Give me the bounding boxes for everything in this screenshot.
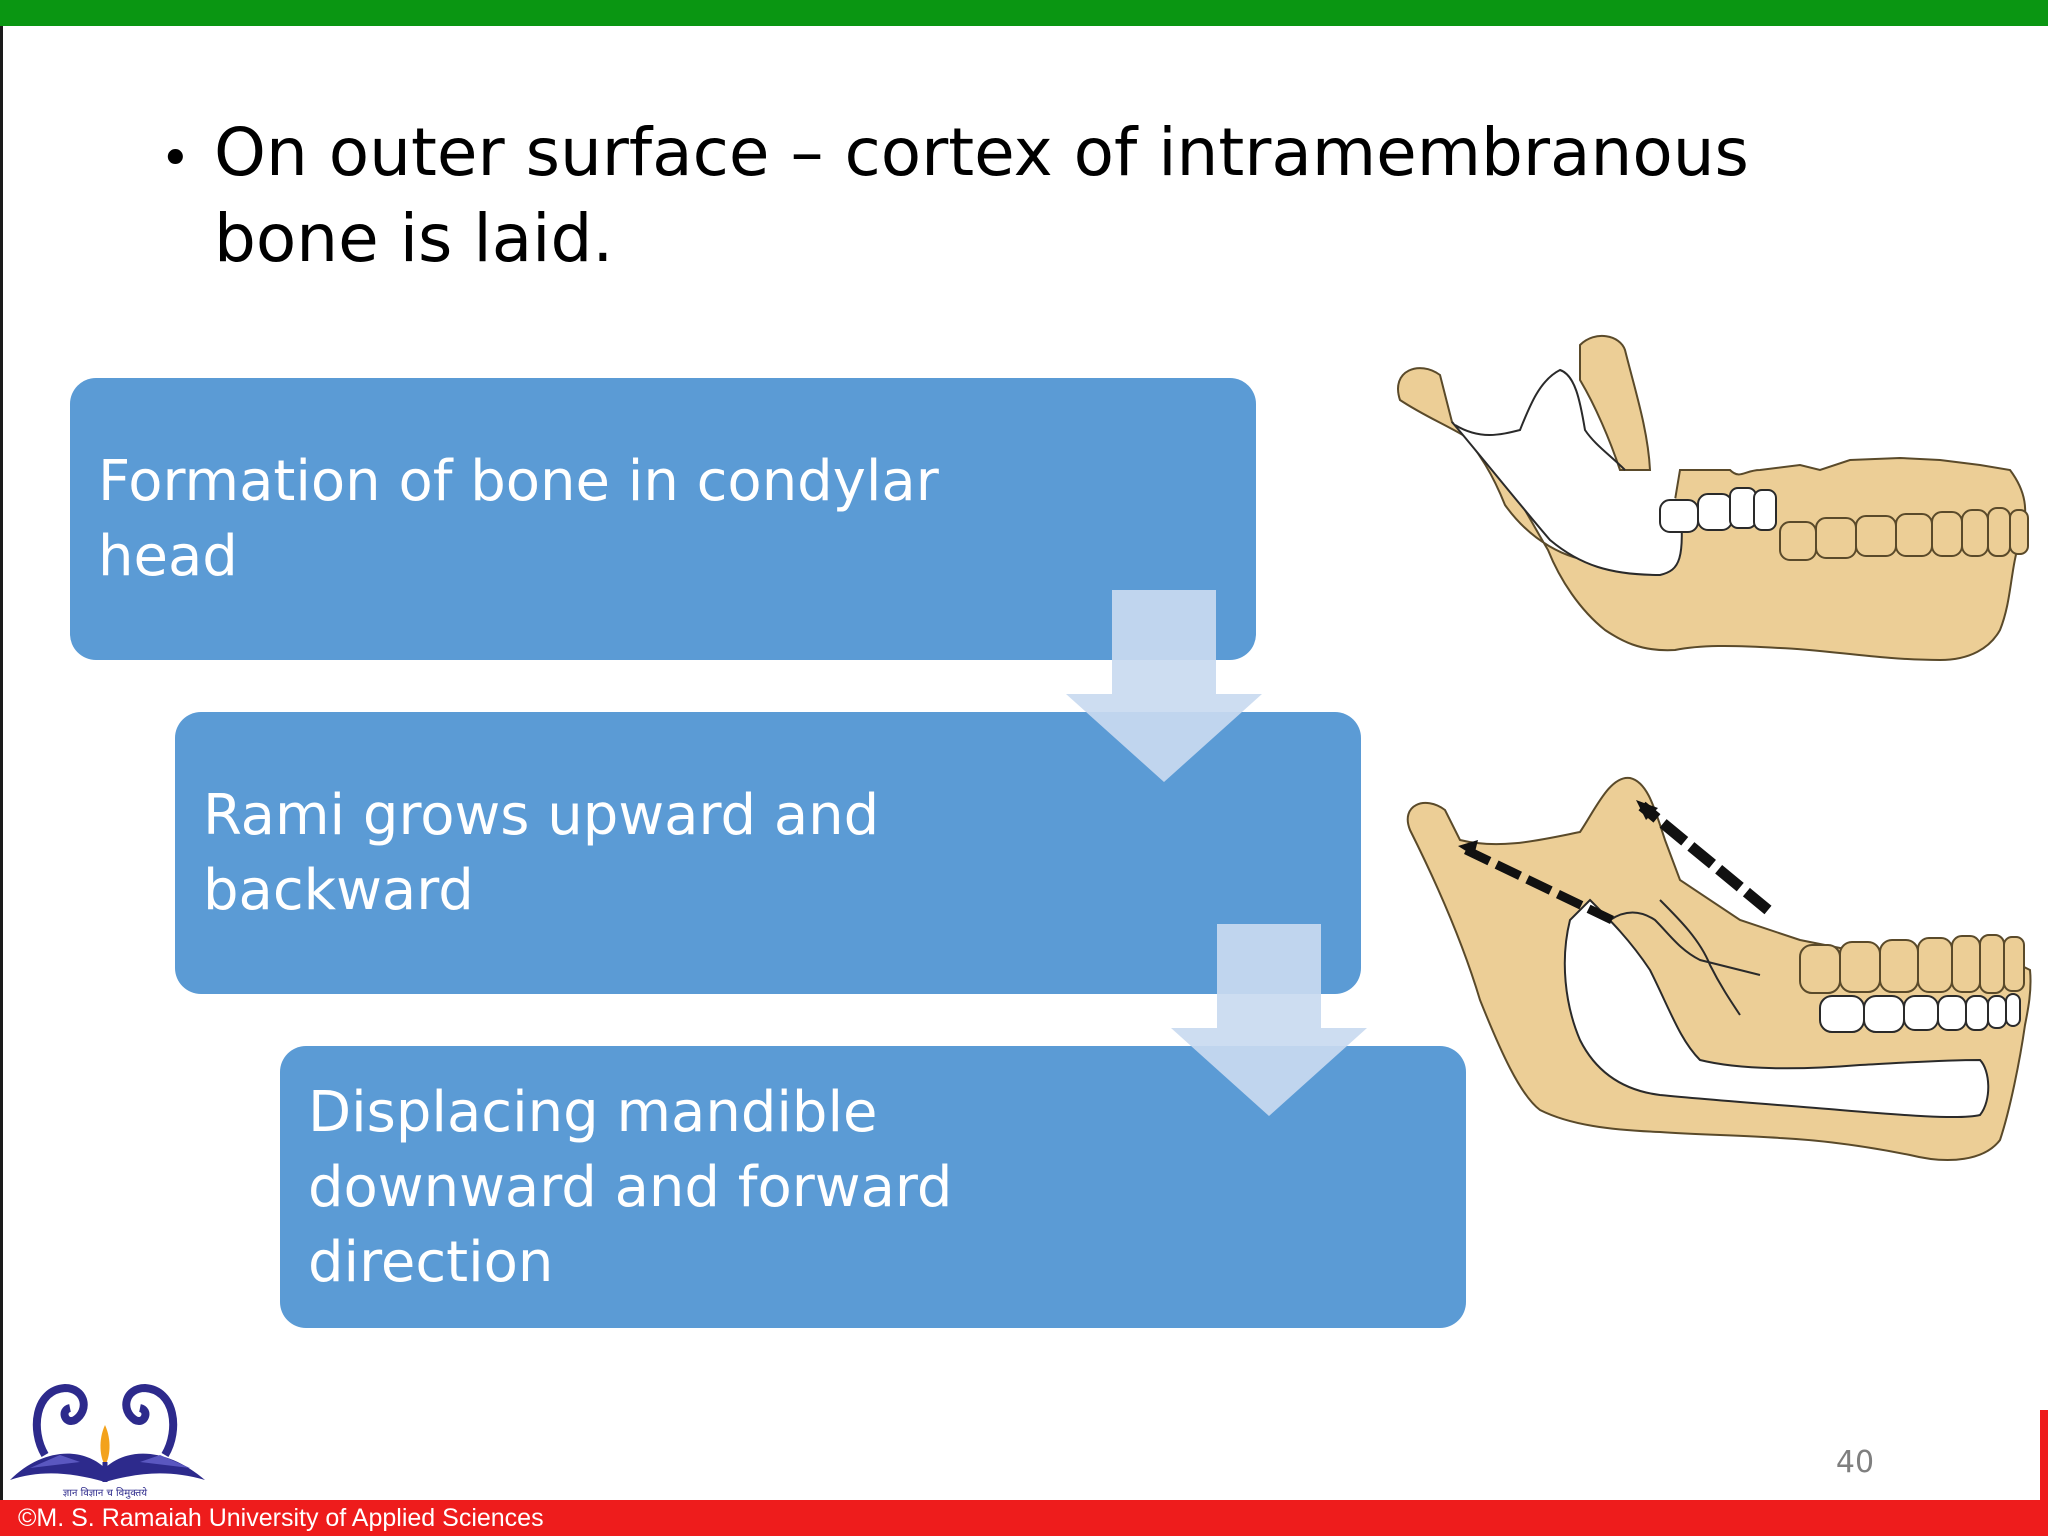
top-green-bar xyxy=(0,0,2048,26)
flow-step-1: Formation of bone in condylar head xyxy=(70,378,1256,660)
flow-step-1-text: Formation of bone in condylar head xyxy=(98,449,939,589)
footer-copyright: ©M. S. Ramaiah University of Applied Sci… xyxy=(18,1504,544,1532)
footer-bar: ©M. S. Ramaiah University of Applied Sci… xyxy=(0,1500,2048,1536)
down-arrow-icon xyxy=(1171,924,1367,1116)
flow-step-3: Displacing mandible downward and forward… xyxy=(280,1046,1466,1328)
right-accent-bar xyxy=(2040,1410,2048,1500)
mandible-illustration xyxy=(1397,335,2029,662)
flow-step-2-text: Rami grows upward and backward xyxy=(203,783,880,923)
down-arrow-icon xyxy=(1066,590,1262,782)
bullet-marker: • xyxy=(160,129,191,189)
flow-step-3-text: Displacing mandible downward and forward… xyxy=(308,1079,953,1295)
logo-motto: ज्ञान विज्ञान च विमुक्तये xyxy=(63,1487,147,1499)
bullet-text: On outer surface – cortex of intramembra… xyxy=(214,114,1749,277)
swan-logo-icon: ज्ञान विज्ञान च विमुक्तये xyxy=(10,1383,205,1499)
page-number: 40 xyxy=(1835,1445,1875,1480)
left-border-line xyxy=(0,26,3,1506)
mandible-growth-illustration xyxy=(1406,776,2032,1161)
